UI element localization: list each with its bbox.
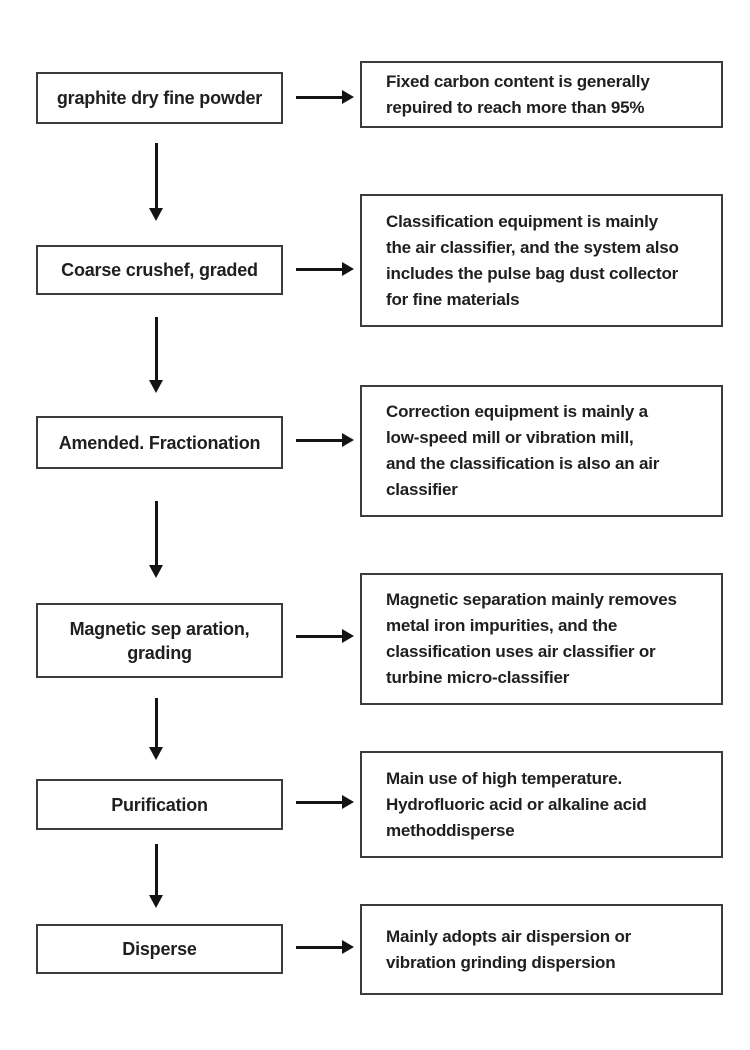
description-box-fixed-carbon: Fixed carbon content is generally repuir… — [360, 61, 723, 128]
arrow-right-icon — [296, 629, 354, 643]
arrow-right-icon — [296, 433, 354, 447]
arrow-down-icon — [149, 317, 163, 393]
description-box-magnetic-separation: Magnetic separation mainly removes metal… — [360, 573, 723, 705]
step-box-magnetic-separation-grading: Magnetic sep aration, grading — [36, 603, 283, 678]
step-box-disperse: Disperse — [36, 924, 283, 974]
arrow-right-icon — [296, 262, 354, 276]
description-box-classification-equipment: Classification equipment is mainly the a… — [360, 194, 723, 327]
arrow-right-icon — [296, 795, 354, 809]
step-box-coarse-crushed-graded: Coarse crushef, graded — [36, 245, 283, 295]
step-box-amended-fractionation: Amended. Fractionation — [36, 416, 283, 469]
arrow-right-icon — [296, 940, 354, 954]
step-box-purification: Purification — [36, 779, 283, 830]
description-box-high-temperature: Main use of high temperature. Hydrofluor… — [360, 751, 723, 858]
arrow-down-icon — [149, 698, 163, 760]
arrow-right-icon — [296, 90, 354, 104]
arrow-down-icon — [149, 844, 163, 908]
arrow-down-icon — [149, 143, 163, 221]
arrow-down-icon — [149, 501, 163, 578]
description-box-correction-equipment: Correction equipment is mainly a low-spe… — [360, 385, 723, 517]
step-box-graphite-dry-fine-powder: graphite dry fine powder — [36, 72, 283, 124]
description-box-air-dispersion: Mainly adopts air dispersion or vibratio… — [360, 904, 723, 995]
